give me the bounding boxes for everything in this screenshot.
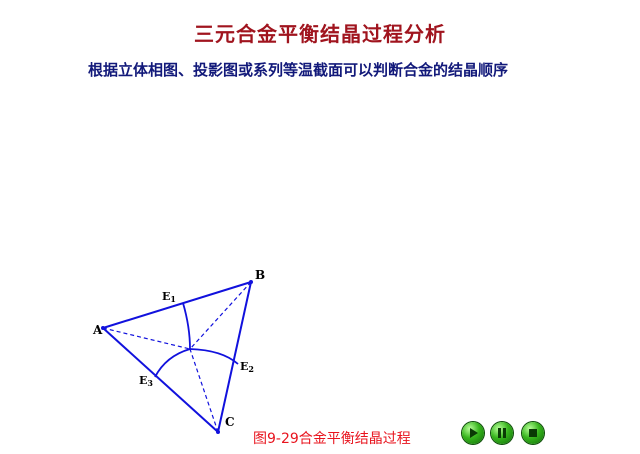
edge-c-a (102, 327, 219, 433)
stop-button[interactable] (522, 422, 544, 444)
vertex-dots (101, 280, 253, 434)
vertex-c-dot (216, 430, 220, 434)
pause-icon (498, 428, 506, 438)
label-b: B (255, 268, 265, 282)
stop-icon (529, 429, 537, 437)
diagram-labels: A B C E1 E2 E3 (92, 268, 265, 429)
triangle-edges (102, 281, 252, 433)
play-button[interactable] (462, 422, 484, 444)
label-e2: E2 (240, 360, 254, 374)
vertex-a-dot (101, 326, 105, 330)
vertex-b-dot (249, 280, 253, 284)
curve-e1 (182, 302, 191, 350)
curve-e3 (154, 348, 191, 378)
pause-button[interactable] (491, 422, 513, 444)
figure-caption: 图9-29合金平衡结晶过程 (253, 431, 411, 447)
edge-b-c (217, 281, 252, 433)
label-c: C (225, 415, 235, 429)
label-e1: E1 (162, 290, 176, 304)
play-icon (470, 428, 478, 438)
curve-e2 (189, 348, 239, 365)
dashed-lines (102, 281, 252, 433)
page-subtitle: 根据立体相图、投影图或系列等温截面可以判断合金的结晶顺序 (88, 61, 509, 79)
dashed-a-e (102, 327, 191, 350)
dashed-b-e (189, 281, 252, 350)
page-title: 三元合金平衡结晶过程分析 (194, 22, 446, 46)
dashed-c-e (189, 348, 219, 433)
edge-a-b (102, 281, 252, 329)
label-a: A (92, 323, 103, 337)
eutectic-curves (154, 302, 239, 378)
label-e3: E3 (139, 374, 153, 388)
